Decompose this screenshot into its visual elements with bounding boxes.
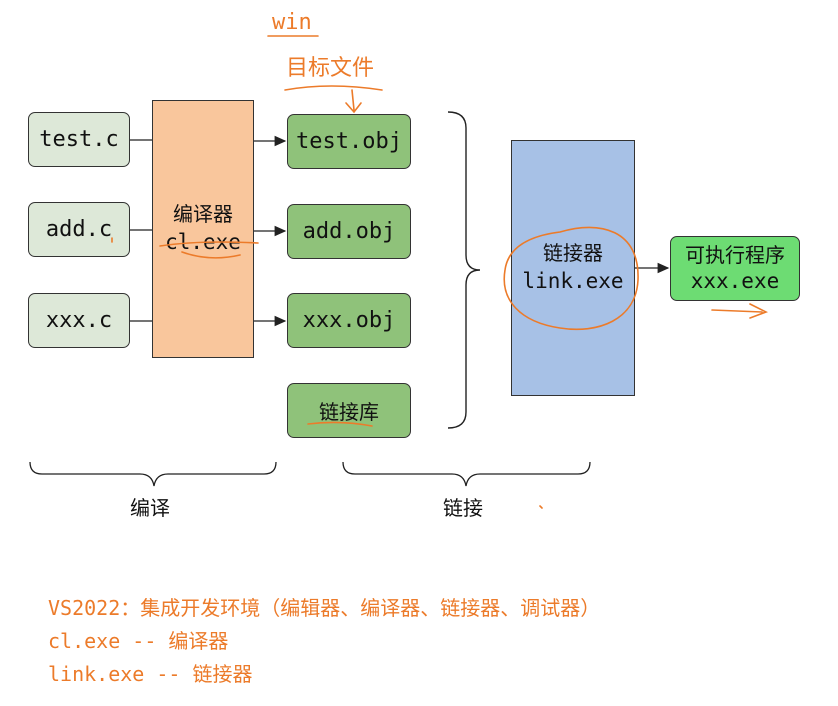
executable-label: 可执行程序 [685,242,785,267]
group-brace-icon [447,111,481,429]
handwritten-marks [111,35,768,509]
linker-label: 链接器 [543,241,603,266]
circle-linker [503,226,639,331]
executable-exe: xxx.exe [690,268,780,293]
linker-block: 链接器 link.exe [511,140,635,396]
linker-exe: link.exe [522,269,624,294]
compile-brace-icon [29,461,277,487]
object-file-test-obj: test.obj [287,114,411,169]
source-file-test-c: test.c [28,112,130,167]
note-vs2022: VS2022：集成开发环境（编辑器、编译器、链接器、调试器） [48,596,601,620]
phase-label-compile: 编译 [130,496,170,520]
link-library-box: 链接库 [287,383,411,438]
compiler-label: 编译器 [173,202,233,227]
phase-label-link: 链接 [443,496,483,520]
scribble-output-icon [711,303,768,319]
object-file-add-obj: add.obj [287,204,411,259]
object-file-xxx-obj: xxx.obj [287,293,411,348]
annotation-object-file: 目标文件 [286,56,375,81]
source-file-add-c: add.c [28,202,130,257]
annotation-pointer-icon [345,89,362,114]
underline-library [307,421,373,427]
note-cl-exe: cl.exe -- 编译器 [48,629,229,653]
link-brace-icon [342,461,591,487]
annotation-arrow-icon [284,85,383,91]
underline-cl-exe [159,241,259,247]
scribble-cl-exe [181,251,241,259]
compiler-block: 编译器 cl.exe [152,100,254,358]
executable-output-box: 可执行程序 xxx.exe [670,236,800,301]
source-file-xxx-c: xxx.c [28,293,130,348]
mark-tick-2 [539,505,543,509]
annotation-win: win [272,10,312,35]
note-link-exe: link.exe -- 链接器 [48,662,253,686]
